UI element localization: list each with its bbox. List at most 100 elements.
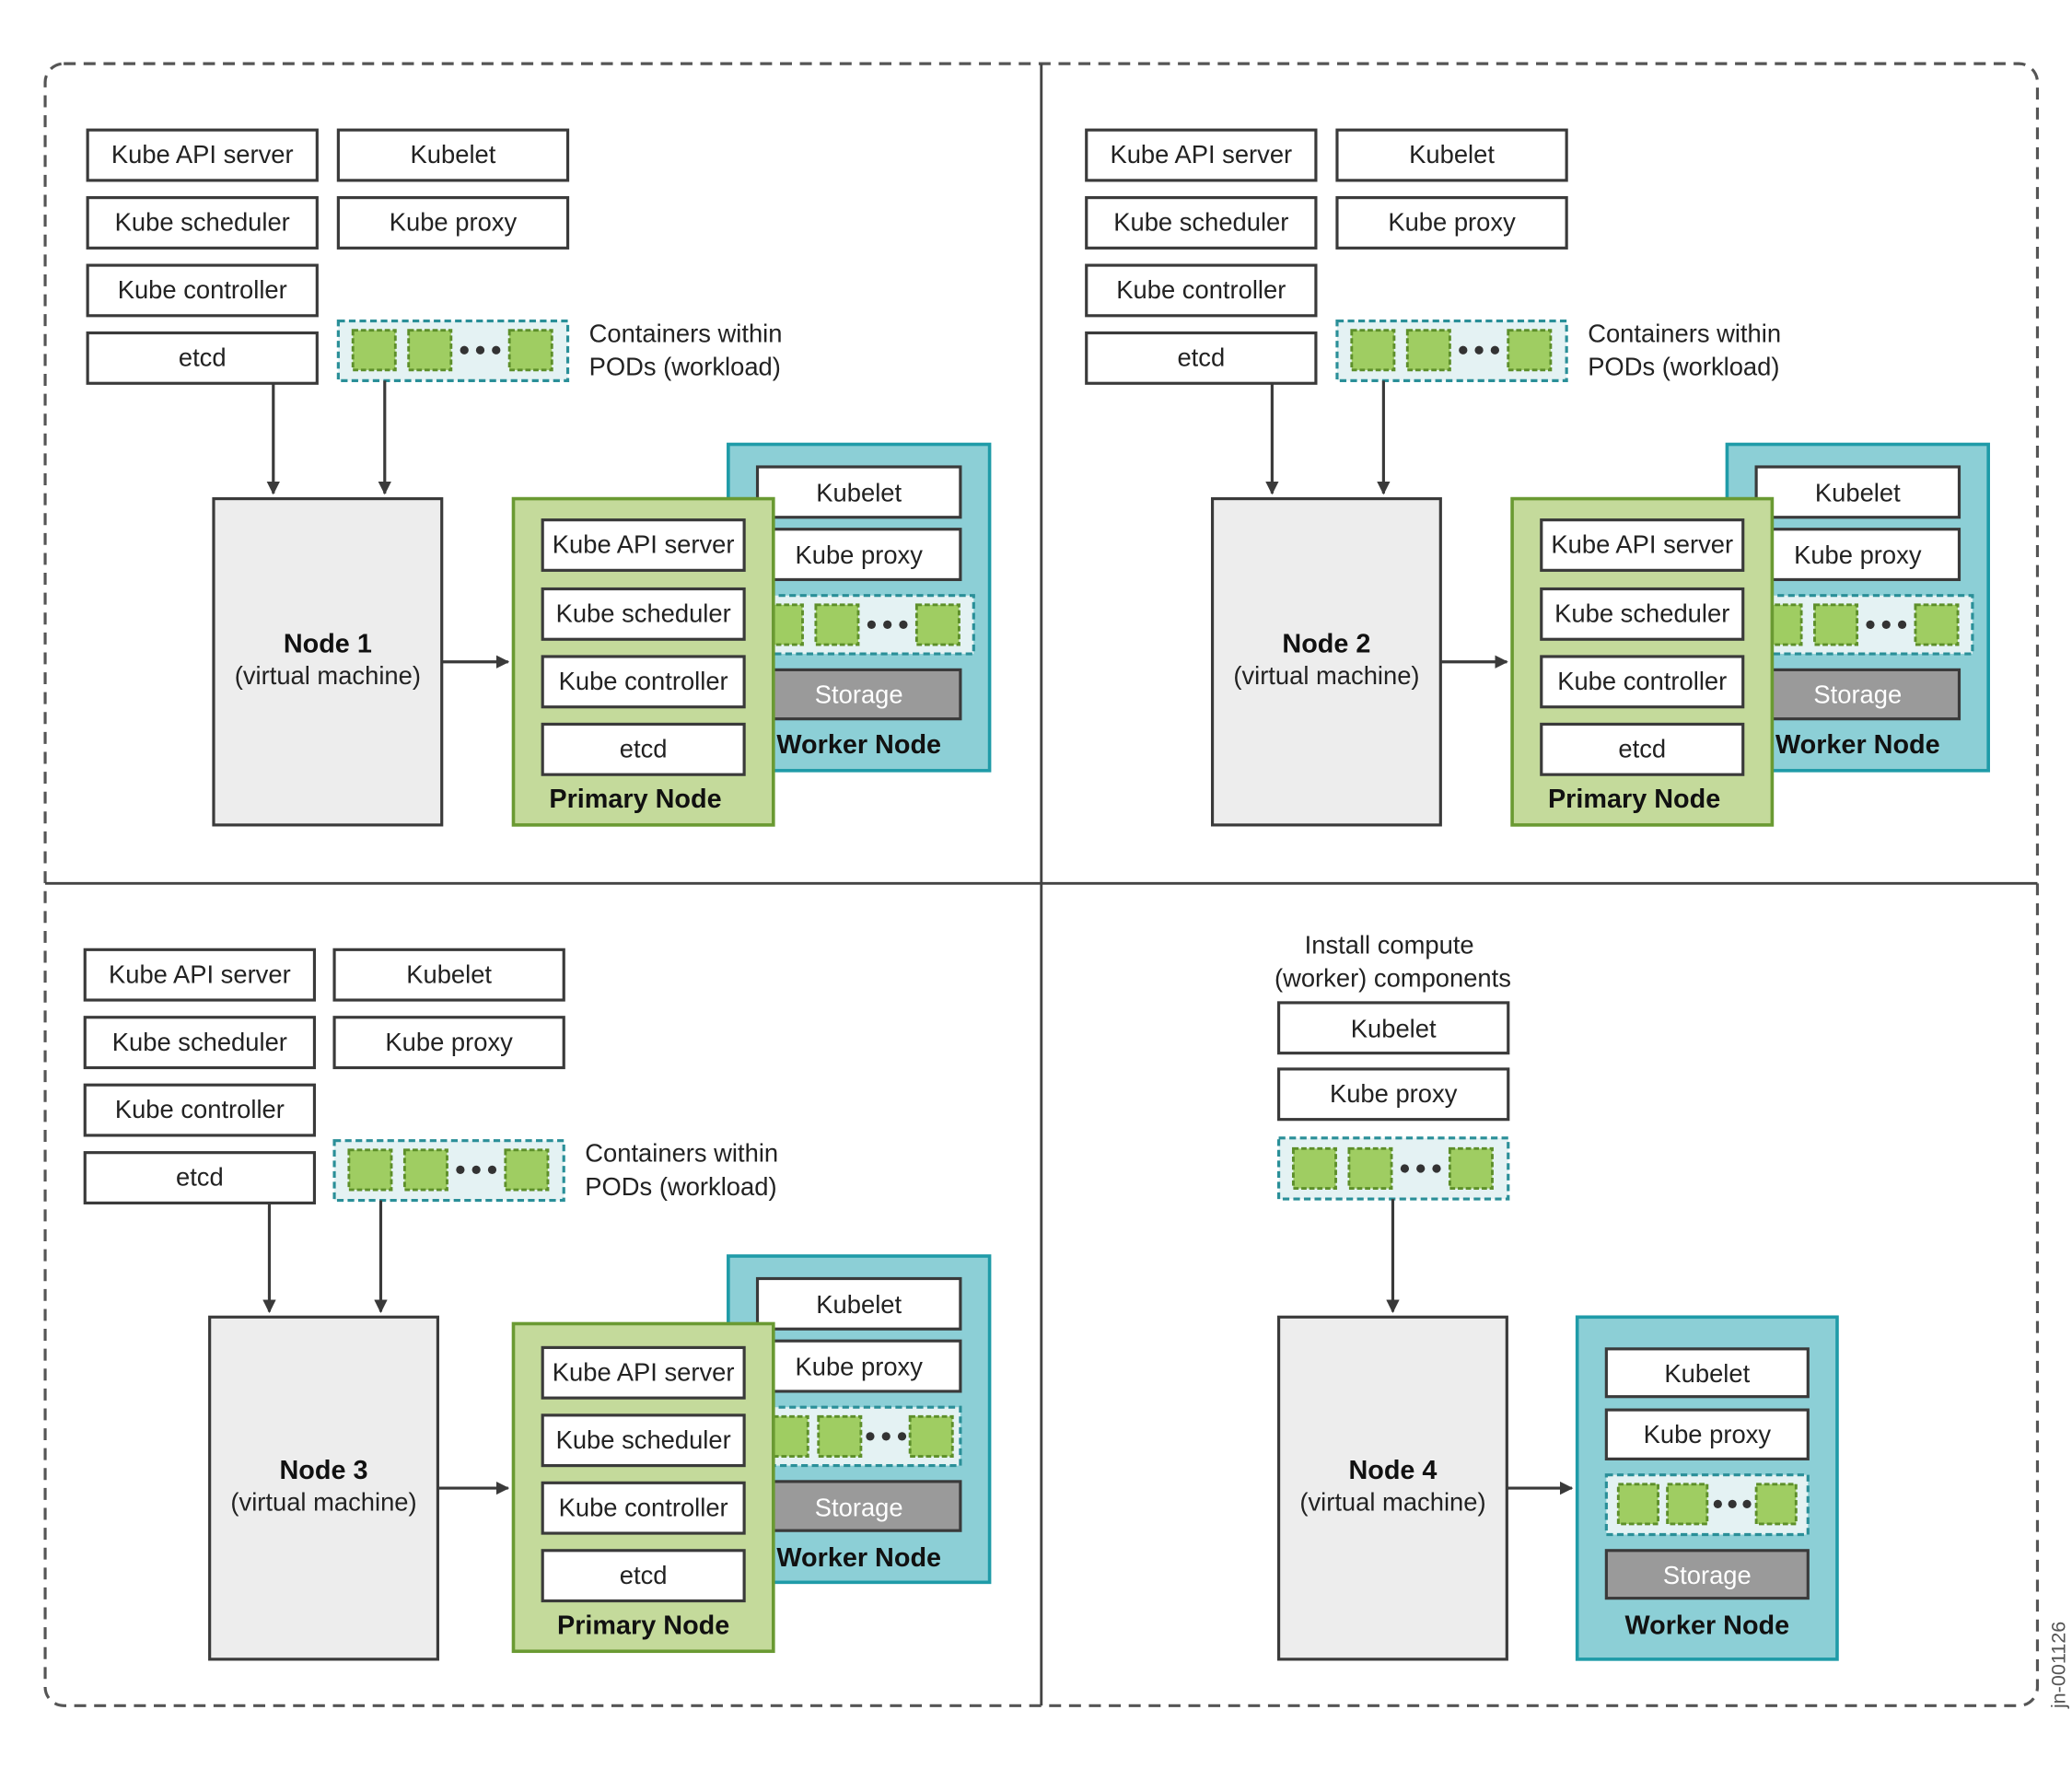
ellipsis-dot	[899, 620, 908, 630]
pod-containers-band	[332, 1139, 565, 1203]
container-icon	[1616, 1483, 1659, 1526]
container-icon	[914, 603, 960, 646]
ellipsis-dot	[1881, 620, 1891, 630]
standalone-components: Kube API server Kubelet Kube scheduler K…	[83, 948, 565, 1204]
etcd-label: etcd	[176, 1163, 224, 1192]
ellipsis-dot	[1866, 620, 1875, 630]
vm-node-box	[1210, 496, 1442, 827]
container-icon	[908, 1414, 954, 1458]
ellipsis-dot	[456, 1165, 465, 1175]
vm-subtitle: (virtual machine)	[235, 661, 421, 690]
etcd-label: etcd	[1177, 343, 1225, 372]
vm-subtitle: (virtual machine)	[1233, 661, 1419, 690]
kubelet-label: Kubelet	[1351, 1014, 1437, 1042]
worker-node-label: Worker Node	[1624, 1611, 1789, 1641]
kube-proxy-label: Kube proxy	[385, 1028, 513, 1056]
install-caption: Install compute (worker) components	[1275, 931, 1511, 993]
pod-containers-band	[336, 319, 570, 382]
panel-node-3: Kube API server Kubelet Kube scheduler K…	[83, 948, 992, 1661]
ellipsis-dot	[1897, 620, 1907, 630]
kube-proxy-label: Kube proxy	[1644, 1420, 1772, 1448]
node-title: Node 1	[284, 630, 372, 659]
vm-node-box	[1277, 1315, 1508, 1661]
vm-subtitle: (virtual machine)	[1299, 1488, 1485, 1517]
controller-label: Kube controller	[559, 667, 728, 695]
container-icon	[407, 329, 453, 372]
api-server-label: Kube API server	[109, 960, 291, 988]
storage-label: Storage	[815, 1493, 903, 1521]
controller-label: Kube controller	[115, 1095, 285, 1123]
container-icon	[1350, 329, 1396, 372]
etcd-label: etcd	[620, 734, 668, 762]
ellipsis-dot	[1742, 1499, 1752, 1508]
kube-proxy-label: Kube proxy	[1388, 208, 1516, 237]
storage-label: Storage	[1813, 680, 1902, 708]
scheduler-label: Kube scheduler	[112, 1028, 287, 1056]
container-icon	[1666, 1483, 1709, 1526]
ellipsis-dot	[1459, 345, 1468, 355]
etcd-label: etcd	[620, 1561, 668, 1589]
kube-proxy-label: Kube proxy	[1330, 1079, 1458, 1108]
scheduler-label: Kube scheduler	[1113, 208, 1288, 237]
container-icon	[1813, 603, 1859, 646]
primary-node-label: Primary Node	[1548, 785, 1720, 814]
container-icon	[1347, 1146, 1393, 1191]
worker-node-label: Worker Node	[1775, 730, 1940, 760]
controller-label: Kube controller	[1116, 275, 1286, 304]
container-icon	[1405, 329, 1451, 372]
container-icon	[817, 1414, 863, 1458]
primary-node: Kube API server Kube scheduler Kube cont…	[511, 496, 775, 827]
kubelet-label: Kubelet	[816, 1290, 902, 1319]
kube-proxy-label: Kube proxy	[796, 541, 924, 569]
api-server-label: Kube API server	[111, 140, 294, 169]
api-server-label: Kube API server	[553, 530, 735, 559]
controller-label: Kube controller	[1557, 667, 1727, 695]
storage-box	[755, 668, 962, 721]
storage-label: Storage	[1663, 1561, 1752, 1589]
workload-caption: Containers within PODs (workload)	[589, 320, 789, 381]
ellipsis-dot	[460, 345, 469, 355]
primary-node-label: Primary Node	[557, 1611, 729, 1641]
pod-containers-band	[1335, 319, 1568, 382]
container-icon	[1754, 1483, 1798, 1526]
standalone-components: Kube API server Kubelet Kube scheduler K…	[86, 128, 570, 385]
worker-node: Kubelet Kube proxy Storage Worker Node	[1575, 1315, 1839, 1661]
ellipsis-dot	[487, 1165, 497, 1175]
node-title: Node 4	[1348, 1456, 1437, 1485]
storage-box	[1604, 1549, 1810, 1600]
kube-proxy-label: Kube proxy	[796, 1353, 924, 1381]
api-server-label: Kube API server	[1110, 140, 1292, 169]
container-icon	[504, 1148, 550, 1192]
vm-node-box	[212, 496, 444, 827]
kube-proxy-label: Kube proxy	[390, 208, 518, 237]
kubelet-label: Kubelet	[1815, 478, 1901, 506]
container-icon	[351, 329, 397, 372]
primary-node: Kube API server Kube scheduler Kube cont…	[1510, 496, 1775, 827]
container-icon	[1291, 1146, 1337, 1191]
ellipsis-dot	[1432, 1164, 1441, 1173]
standalone-components: Kube API server Kubelet Kube scheduler K…	[1085, 128, 1568, 385]
scheduler-label: Kube scheduler	[115, 208, 290, 237]
kubelet-label: Kubelet	[406, 960, 492, 988]
ellipsis-dot	[881, 1432, 890, 1441]
ellipsis-dot	[1416, 1164, 1426, 1173]
kubelet-label: Kubelet	[1409, 140, 1495, 169]
kubelet-label: Kubelet	[1664, 1359, 1750, 1388]
ellipsis-dot	[883, 620, 892, 630]
api-server-label: Kube API server	[1551, 530, 1733, 559]
ellipsis-dot	[1490, 345, 1499, 355]
storage-box	[755, 1480, 962, 1532]
worker-node-label: Worker Node	[776, 730, 941, 760]
controller-label: Kube controller	[118, 275, 287, 304]
container-icon	[1448, 1146, 1494, 1191]
container-icon	[1914, 603, 1960, 646]
ellipsis-dot	[867, 620, 877, 630]
kubelet-label: Kubelet	[816, 478, 902, 506]
panel-node-2: Kube API server Kubelet Kube scheduler K…	[1085, 128, 1990, 827]
etcd-label: etcd	[1618, 734, 1666, 762]
workload-caption: Containers within PODs (workload)	[585, 1139, 785, 1201]
etcd-label: etcd	[179, 343, 227, 372]
scheduler-label: Kube scheduler	[1554, 599, 1729, 628]
container-icon	[814, 603, 860, 646]
scheduler-label: Kube scheduler	[556, 599, 731, 628]
